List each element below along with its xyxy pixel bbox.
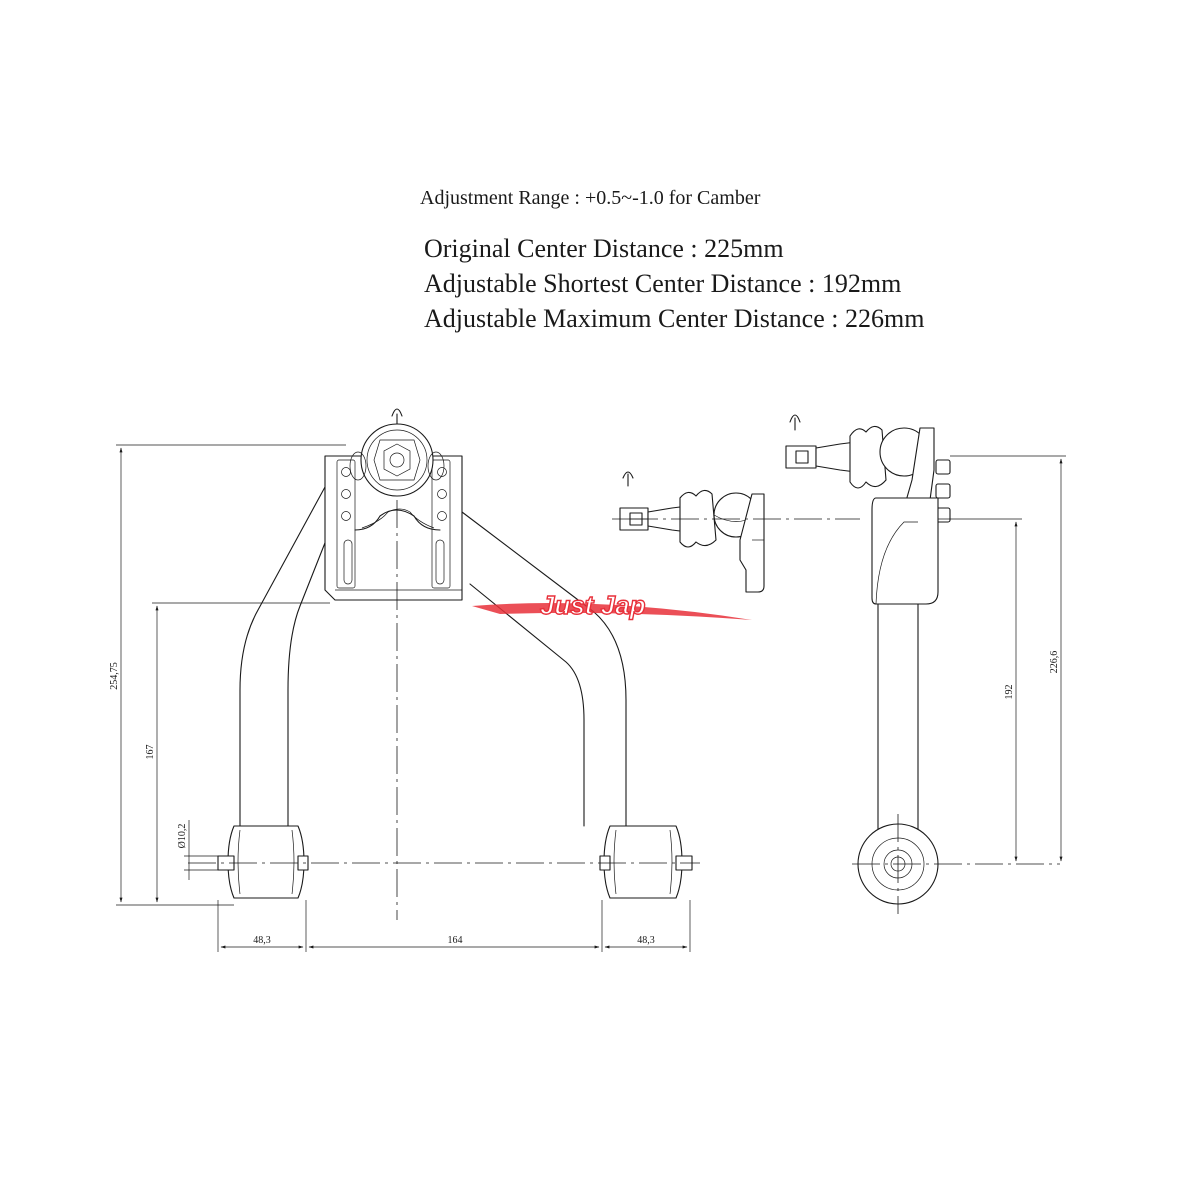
side-view-dimensions: 192 226,6 xyxy=(938,455,1066,862)
ball-joint-detail-view xyxy=(612,471,860,593)
adjustment-range-text: Adjustment Range : +0.5~-1.0 for Camber xyxy=(420,187,761,209)
maximum-center-distance-text: Adjustable Maximum Center Distance : 226… xyxy=(424,304,924,333)
spec-block: Adjustment Range : +0.5~-1.0 for Camber … xyxy=(420,187,924,333)
ball-joint-bracket xyxy=(324,408,463,601)
left-arm-tube xyxy=(239,486,339,827)
front-view-dimensions: 254,75 167 Ø10,2 48,3 164 48,3 xyxy=(109,444,691,952)
side-short-label: 192 xyxy=(1004,685,1015,700)
right-bushing xyxy=(599,825,693,899)
side-view-control-arm xyxy=(785,414,1060,914)
bushing-span-label: 164 xyxy=(448,935,463,946)
right-arm-tube xyxy=(461,511,627,827)
arm-height-label: 167 xyxy=(145,745,156,760)
side-max-label: 226,6 xyxy=(1049,651,1060,674)
left-bushing-width-label: 48,3 xyxy=(253,935,271,946)
left-bushing xyxy=(217,825,309,899)
right-bushing-width-label: 48,3 xyxy=(637,935,655,946)
bushing-diameter-label: Ø10,2 xyxy=(177,824,188,849)
shortest-center-distance-text: Adjustable Shortest Center Distance : 19… xyxy=(424,269,901,298)
just-jap-logo: Just Jap xyxy=(472,589,752,621)
original-center-distance-text: Original Center Distance : 225mm xyxy=(424,234,784,263)
front-view-control-arm xyxy=(188,408,700,920)
overall-height-label: 254,75 xyxy=(109,662,120,690)
logo-wordmark: Just Jap xyxy=(540,590,646,620)
